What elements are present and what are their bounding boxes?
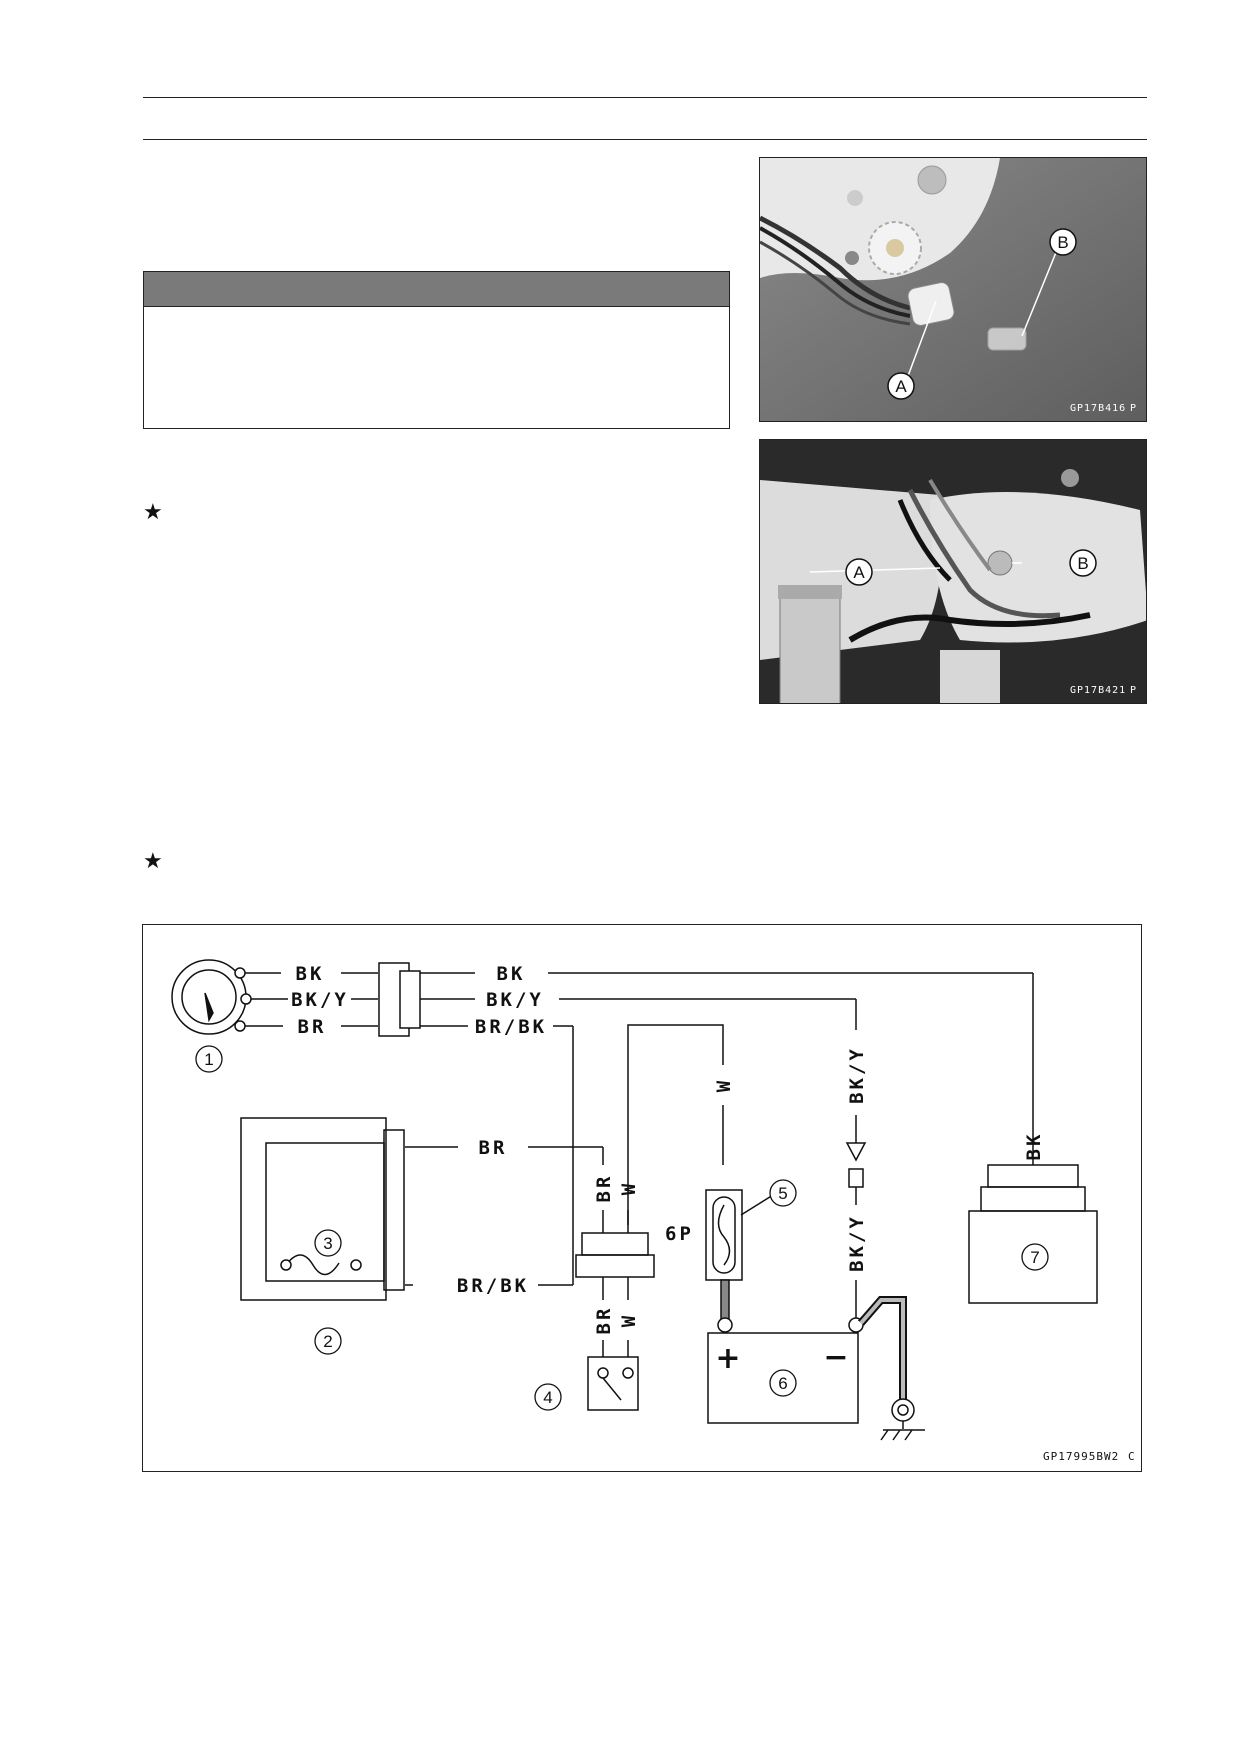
wire-label-bky-vertical-top: BK/Y (846, 1046, 868, 1104)
battery-minus-sign: − (823, 1340, 848, 1375)
meter-unit (240, 1117, 405, 1301)
wire-label-w-conn-top: W (618, 1181, 640, 1195)
diagram-code-suffix: C (1128, 1450, 1136, 1463)
bullet-star-2: ★ (143, 849, 163, 874)
bullet-star-1: ★ (143, 500, 163, 525)
wire-label-bk-left: BK (296, 963, 325, 985)
connector-6p (575, 1210, 655, 1357)
connector-6p-label: 6P (665, 1223, 694, 1245)
wire-label-bky-left: BK/Y (291, 989, 349, 1011)
photo-bottom-code: GP17B421 (1070, 685, 1126, 696)
wire-label-br-meter: BR (479, 1137, 508, 1159)
photo-bottom-suffix: P (1130, 685, 1137, 696)
component-number-7: 7 (1030, 1248, 1039, 1267)
wire-label-w-conn-bottom: W (618, 1313, 640, 1327)
component-number-1: 1 (204, 1050, 213, 1069)
wiring-diagram: BK BK/Y BR BK BK/Y BR/BK W BK/Y BK BR BR… (142, 924, 1142, 1472)
photo-bottom-callout-b: B (1077, 554, 1088, 573)
wire-label-bky-vertical-bottom: BK/Y (846, 1214, 868, 1272)
photo-top-code: GP17B416 (1070, 403, 1126, 414)
switch-symbol (587, 1356, 639, 1411)
wire-label-brbk-meter: BR/BK (457, 1275, 529, 1297)
wire-label-bky-right: BK/Y (486, 989, 544, 1011)
wire-label-brbk-right: BR/BK (475, 1016, 547, 1038)
photo-top-callout-b: B (1057, 233, 1068, 252)
component-number-3: 3 (323, 1234, 332, 1253)
component-number-5: 5 (778, 1184, 787, 1203)
component-number-2: 2 (323, 1332, 332, 1351)
wire-label-br-left: BR (298, 1016, 327, 1038)
photo-bottom-callout-a: A (853, 563, 865, 582)
wire-label-br-conn-bottom: BR (593, 1306, 615, 1335)
warning-header-bar (144, 272, 729, 307)
photo-top-callout-a: A (895, 377, 907, 396)
diagram-code: GP17995BW2 (1043, 1450, 1119, 1463)
component-number-6: 6 (778, 1374, 787, 1393)
component-number-4: 4 (543, 1388, 552, 1407)
wire-label-w-vertical: W (713, 1078, 735, 1092)
header-rule-top (143, 97, 1147, 98)
wire-label-bk-right: BK (497, 963, 526, 985)
photo-meter-bulb: A B GP17B416 P (759, 157, 1147, 422)
wire-label-bk-vertical: BK (1023, 1132, 1045, 1161)
header-rule-bottom (143, 139, 1147, 140)
battery-plus-sign: + (715, 1341, 740, 1376)
photo-top-suffix: P (1130, 403, 1137, 414)
photo-meter-wiring: A B GP17B421 P (759, 439, 1147, 704)
gauge-symbol (171, 959, 252, 1035)
warning-box (143, 271, 730, 429)
wire-label-br-conn-top: BR (593, 1174, 615, 1203)
unit-7-symbol (968, 1164, 1098, 1304)
